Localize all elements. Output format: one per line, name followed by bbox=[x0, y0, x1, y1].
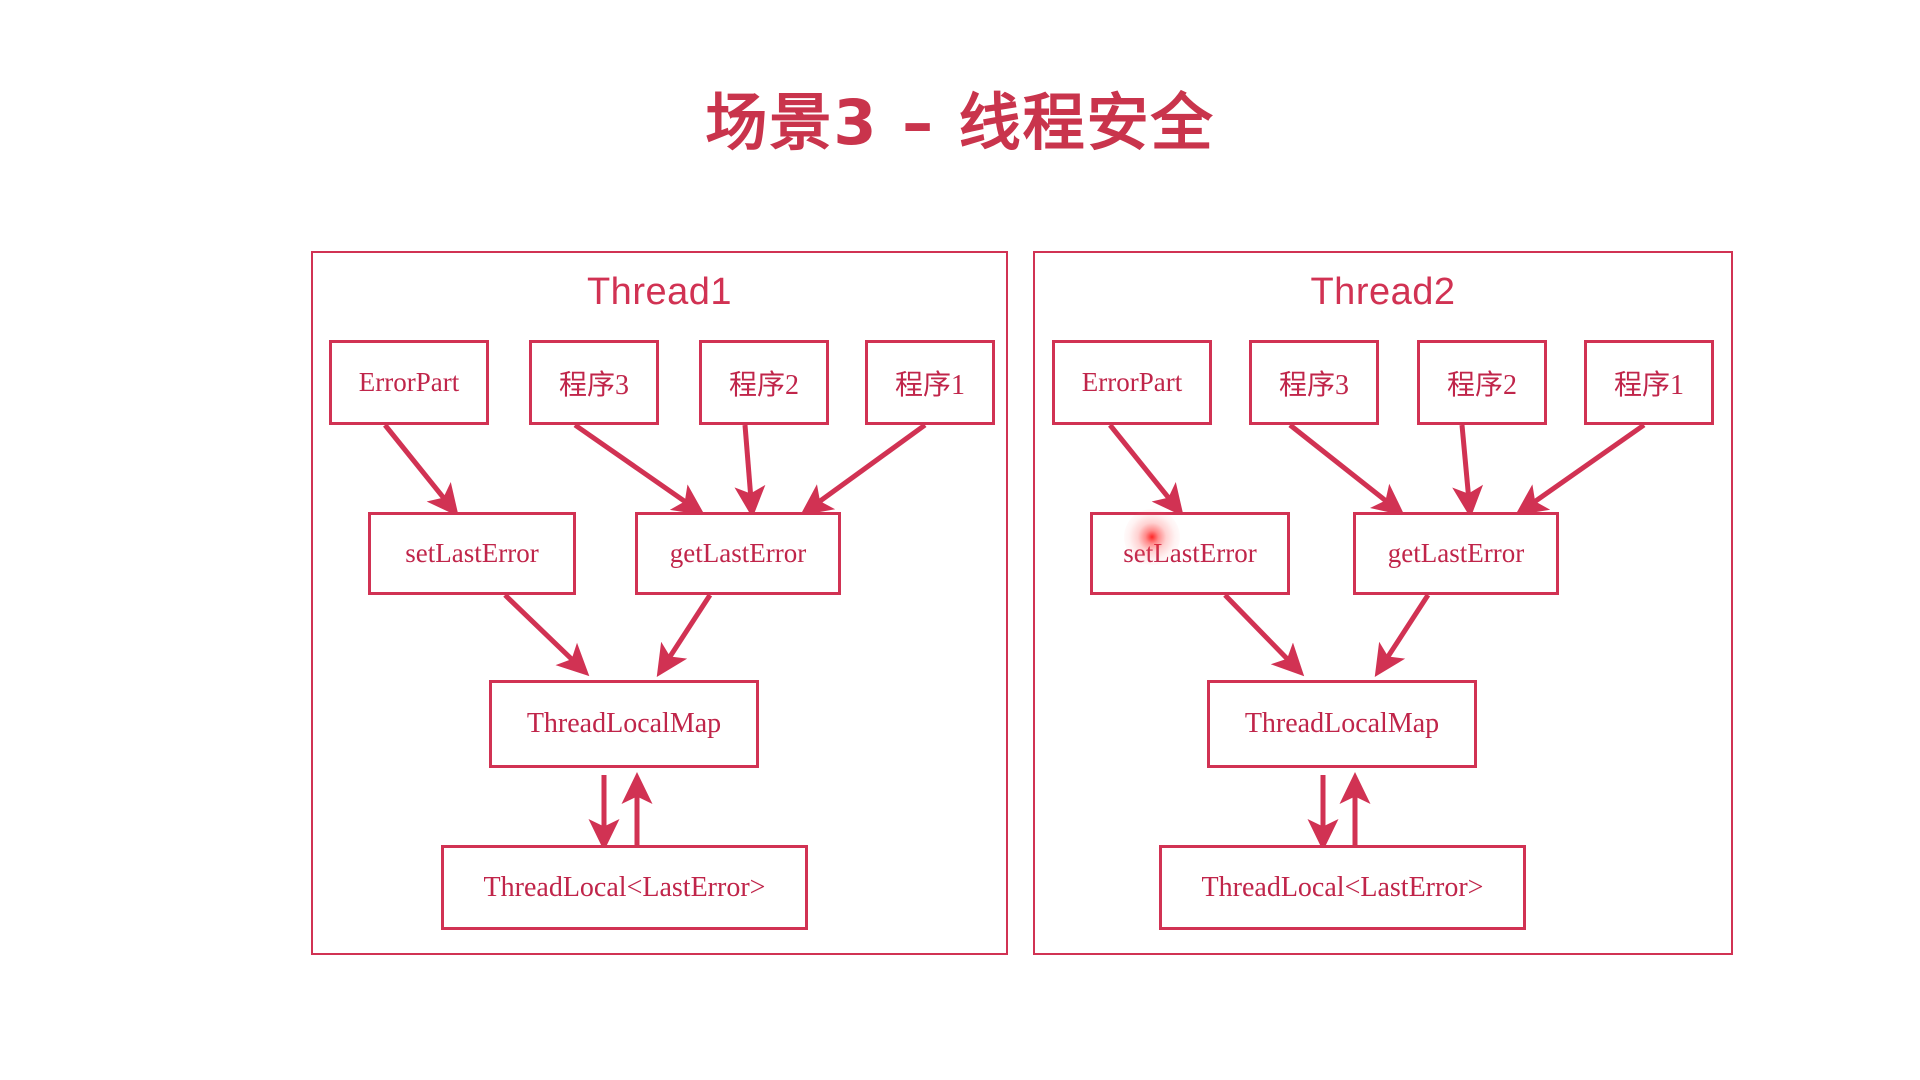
node-getlasterror-2[interactable]: getLastError bbox=[1353, 512, 1559, 595]
node-getlasterror[interactable]: getLastError bbox=[635, 512, 841, 595]
node-setlasterror-2[interactable]: setLastError bbox=[1090, 512, 1290, 595]
node-setlasterror[interactable]: setLastError bbox=[368, 512, 576, 595]
page-title: 场景3 – 线程安全 bbox=[705, 86, 1215, 159]
node-threadlocalmap[interactable]: ThreadLocalMap bbox=[489, 680, 759, 768]
node-errorpart-2[interactable]: ErrorPart bbox=[1052, 340, 1212, 425]
thread-panel-thread1: Thread1 bbox=[311, 251, 1008, 955]
node-threadlocal-lasterror-2[interactable]: ThreadLocal<LastError> bbox=[1159, 845, 1526, 930]
node-threadlocal-lasterror[interactable]: ThreadLocal<LastError> bbox=[441, 845, 808, 930]
node-threadlocalmap-2[interactable]: ThreadLocalMap bbox=[1207, 680, 1477, 768]
node-program-2-2[interactable]: 程序2 bbox=[1417, 340, 1547, 425]
node-program-1-2[interactable]: 程序1 bbox=[1584, 340, 1714, 425]
node-program-1[interactable]: 程序1 bbox=[865, 340, 995, 425]
node-program-3[interactable]: 程序3 bbox=[529, 340, 659, 425]
node-errorpart[interactable]: ErrorPart bbox=[329, 340, 489, 425]
node-program-2[interactable]: 程序2 bbox=[699, 340, 829, 425]
thread-panel-title: Thread2 bbox=[1310, 271, 1456, 313]
thread-panel-thread2: Thread2 bbox=[1033, 251, 1733, 955]
node-program-3-2[interactable]: 程序3 bbox=[1249, 340, 1379, 425]
thread-panel-title: Thread1 bbox=[586, 271, 733, 313]
